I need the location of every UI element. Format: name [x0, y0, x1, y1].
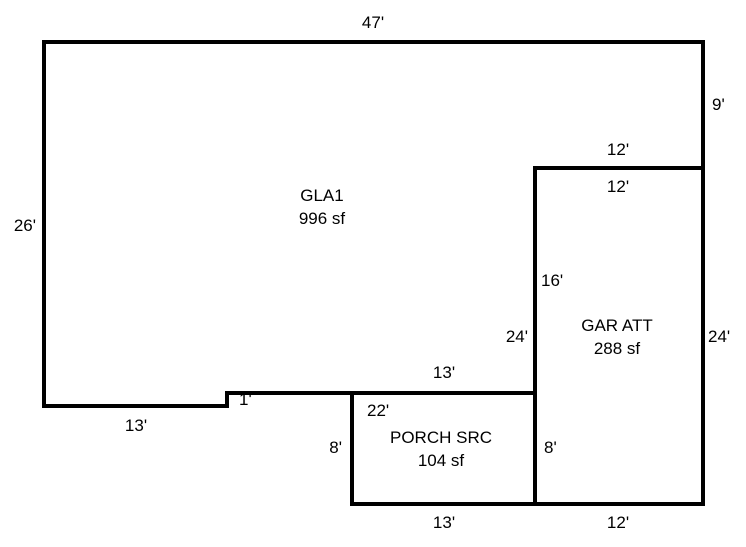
dimension-porch-top: 13': [433, 363, 455, 382]
porch-area-label: 104 sf: [418, 451, 465, 470]
dimension-garage-left-outer: 24': [506, 327, 528, 346]
dimension-right-upper: 9': [712, 95, 725, 114]
gla1-name-label: GLA1: [300, 186, 343, 205]
dimension-porch-right: 8': [544, 438, 557, 457]
gla1-area-label: 996 sf: [299, 209, 346, 228]
garage-name-label: GAR ATT: [581, 316, 652, 335]
dimension-garage-top-outer: 12': [607, 140, 629, 159]
dimension-top: 47': [362, 13, 384, 32]
porch-outline: [350, 391, 537, 506]
porch-name-label: PORCH SRC: [390, 428, 492, 447]
dimension-garage-bottom: 12': [607, 513, 629, 532]
dimension-garage-top-inner: 12': [607, 177, 629, 196]
dimension-left: 26': [14, 216, 36, 235]
dimension-garage-left-upper: 16': [541, 271, 563, 290]
garage-area-label: 288 sf: [594, 339, 641, 358]
dimension-step: 1': [239, 390, 252, 409]
dimension-porch-bottom: 13': [433, 513, 455, 532]
dimension-porch-left: 8': [329, 438, 342, 457]
garage-outline: [533, 166, 705, 506]
dimension-bottom-left: 13': [125, 416, 147, 435]
dimension-garage-right: 24': [708, 327, 730, 346]
dimension-porch-left-upper: 22': [367, 401, 389, 420]
